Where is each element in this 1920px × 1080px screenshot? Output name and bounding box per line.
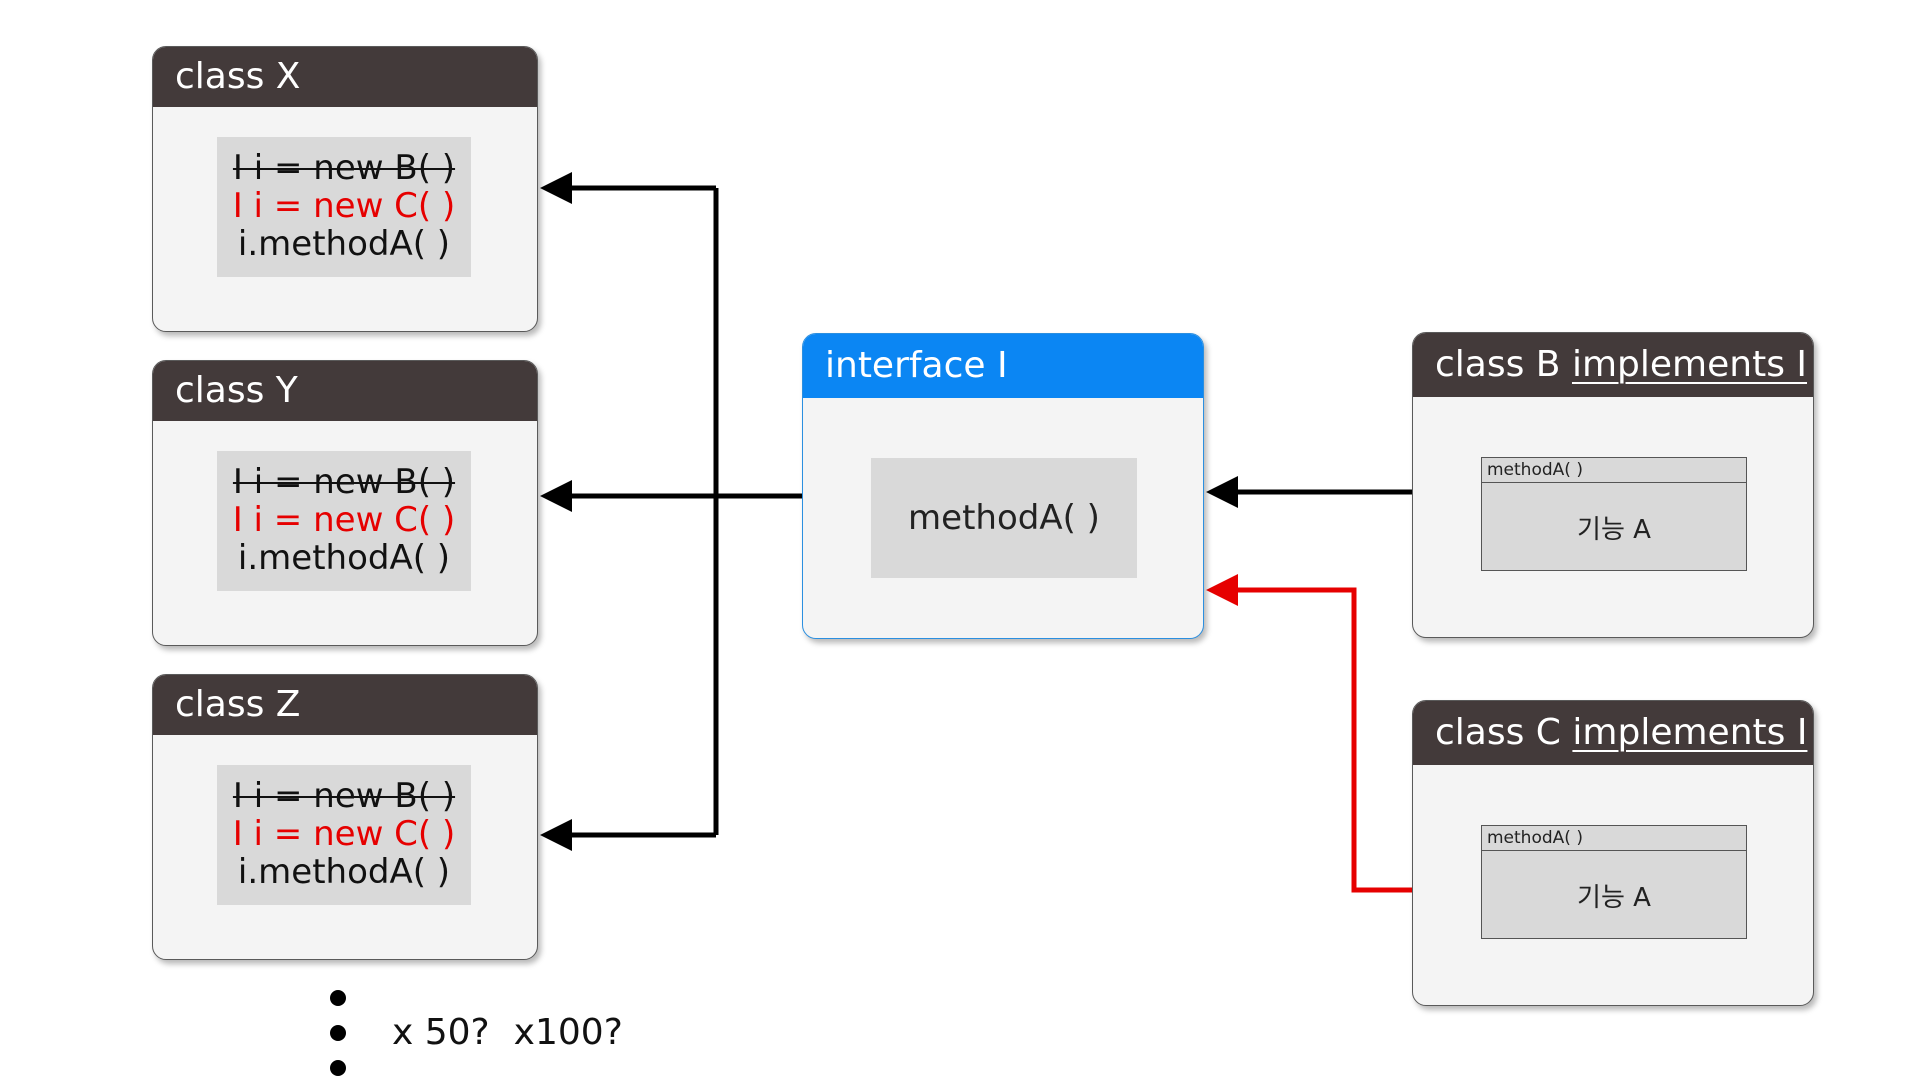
arrowhead-class-x (540, 172, 572, 204)
code-line-new-b: I i = new B( ) (232, 776, 456, 816)
class-c-implements: implements I (1572, 712, 1808, 753)
code-line-call-method: i.methodA( ) (237, 852, 451, 892)
arrowhead-interface-from-c (1206, 574, 1238, 606)
class-b-card: class B implements I methodA( ) 기능 A (1412, 332, 1814, 638)
class-y-code: I i = new B( ) I i = new C( ) i.methodA(… (217, 451, 471, 591)
class-b-method-signature: methodA( ) (1482, 458, 1746, 483)
count-note-50: x 50? (392, 1012, 490, 1053)
code-line-new-b: I i = new B( ) (232, 462, 456, 502)
class-b-implements: implements I (1571, 344, 1808, 385)
class-c-card: class C implements I methodA( ) 기능 A (1412, 700, 1814, 1006)
class-b-method-box: methodA( ) 기능 A (1481, 457, 1747, 571)
ellipsis-dot-3 (330, 1060, 346, 1076)
interface-i-card: interface I methodA( ) (802, 333, 1204, 639)
class-x-code: I i = new B( ) I i = new C( ) i.methodA(… (217, 137, 471, 277)
class-b-name: class B (1435, 344, 1561, 385)
class-x-title: class X (153, 47, 537, 107)
count-note-100: x100? (513, 1012, 623, 1053)
class-b-title: class B implements I (1413, 333, 1813, 397)
code-line-new-c: I i = new C( ) (232, 500, 456, 540)
class-y-title: class Y (153, 361, 537, 421)
class-x-card: class X I i = new B( ) I i = new C( ) i.… (152, 46, 538, 332)
class-y-card: class Y I i = new B( ) I i = new C( ) i.… (152, 360, 538, 646)
class-c-feature: 기능 A (1577, 883, 1651, 913)
class-z-card: class Z I i = new B( ) I i = new C( ) i.… (152, 674, 538, 960)
class-c-method-box: methodA( ) 기능 A (1481, 825, 1747, 939)
class-b-feature: 기능 A (1577, 515, 1651, 545)
code-line-new-c: I i = new C( ) (232, 814, 456, 854)
class-c-name: class C (1435, 712, 1561, 753)
code-line-new-b: I i = new B( ) (232, 148, 456, 188)
ellipsis-dot-1 (330, 990, 346, 1006)
code-line-new-c: I i = new C( ) (232, 186, 456, 226)
count-note: x 50? x100? (392, 1012, 647, 1053)
class-c-method-signature: methodA( ) (1482, 826, 1746, 851)
connector-class-c-to-interface (1238, 587, 1412, 893)
class-z-code: I i = new B( ) I i = new C( ) i.methodA(… (217, 765, 471, 905)
ellipsis-dot-2 (330, 1025, 346, 1041)
interface-i-title: interface I (803, 334, 1203, 398)
arrowhead-class-y (540, 480, 572, 512)
code-line-call-method: i.methodA( ) (237, 538, 451, 578)
interface-method: methodA( ) (871, 458, 1137, 578)
arrowhead-class-z (540, 819, 572, 851)
code-line-call-method: i.methodA( ) (237, 224, 451, 264)
class-z-title: class Z (153, 675, 537, 735)
arrowhead-interface-from-b (1206, 476, 1238, 508)
class-c-title: class C implements I (1413, 701, 1813, 765)
